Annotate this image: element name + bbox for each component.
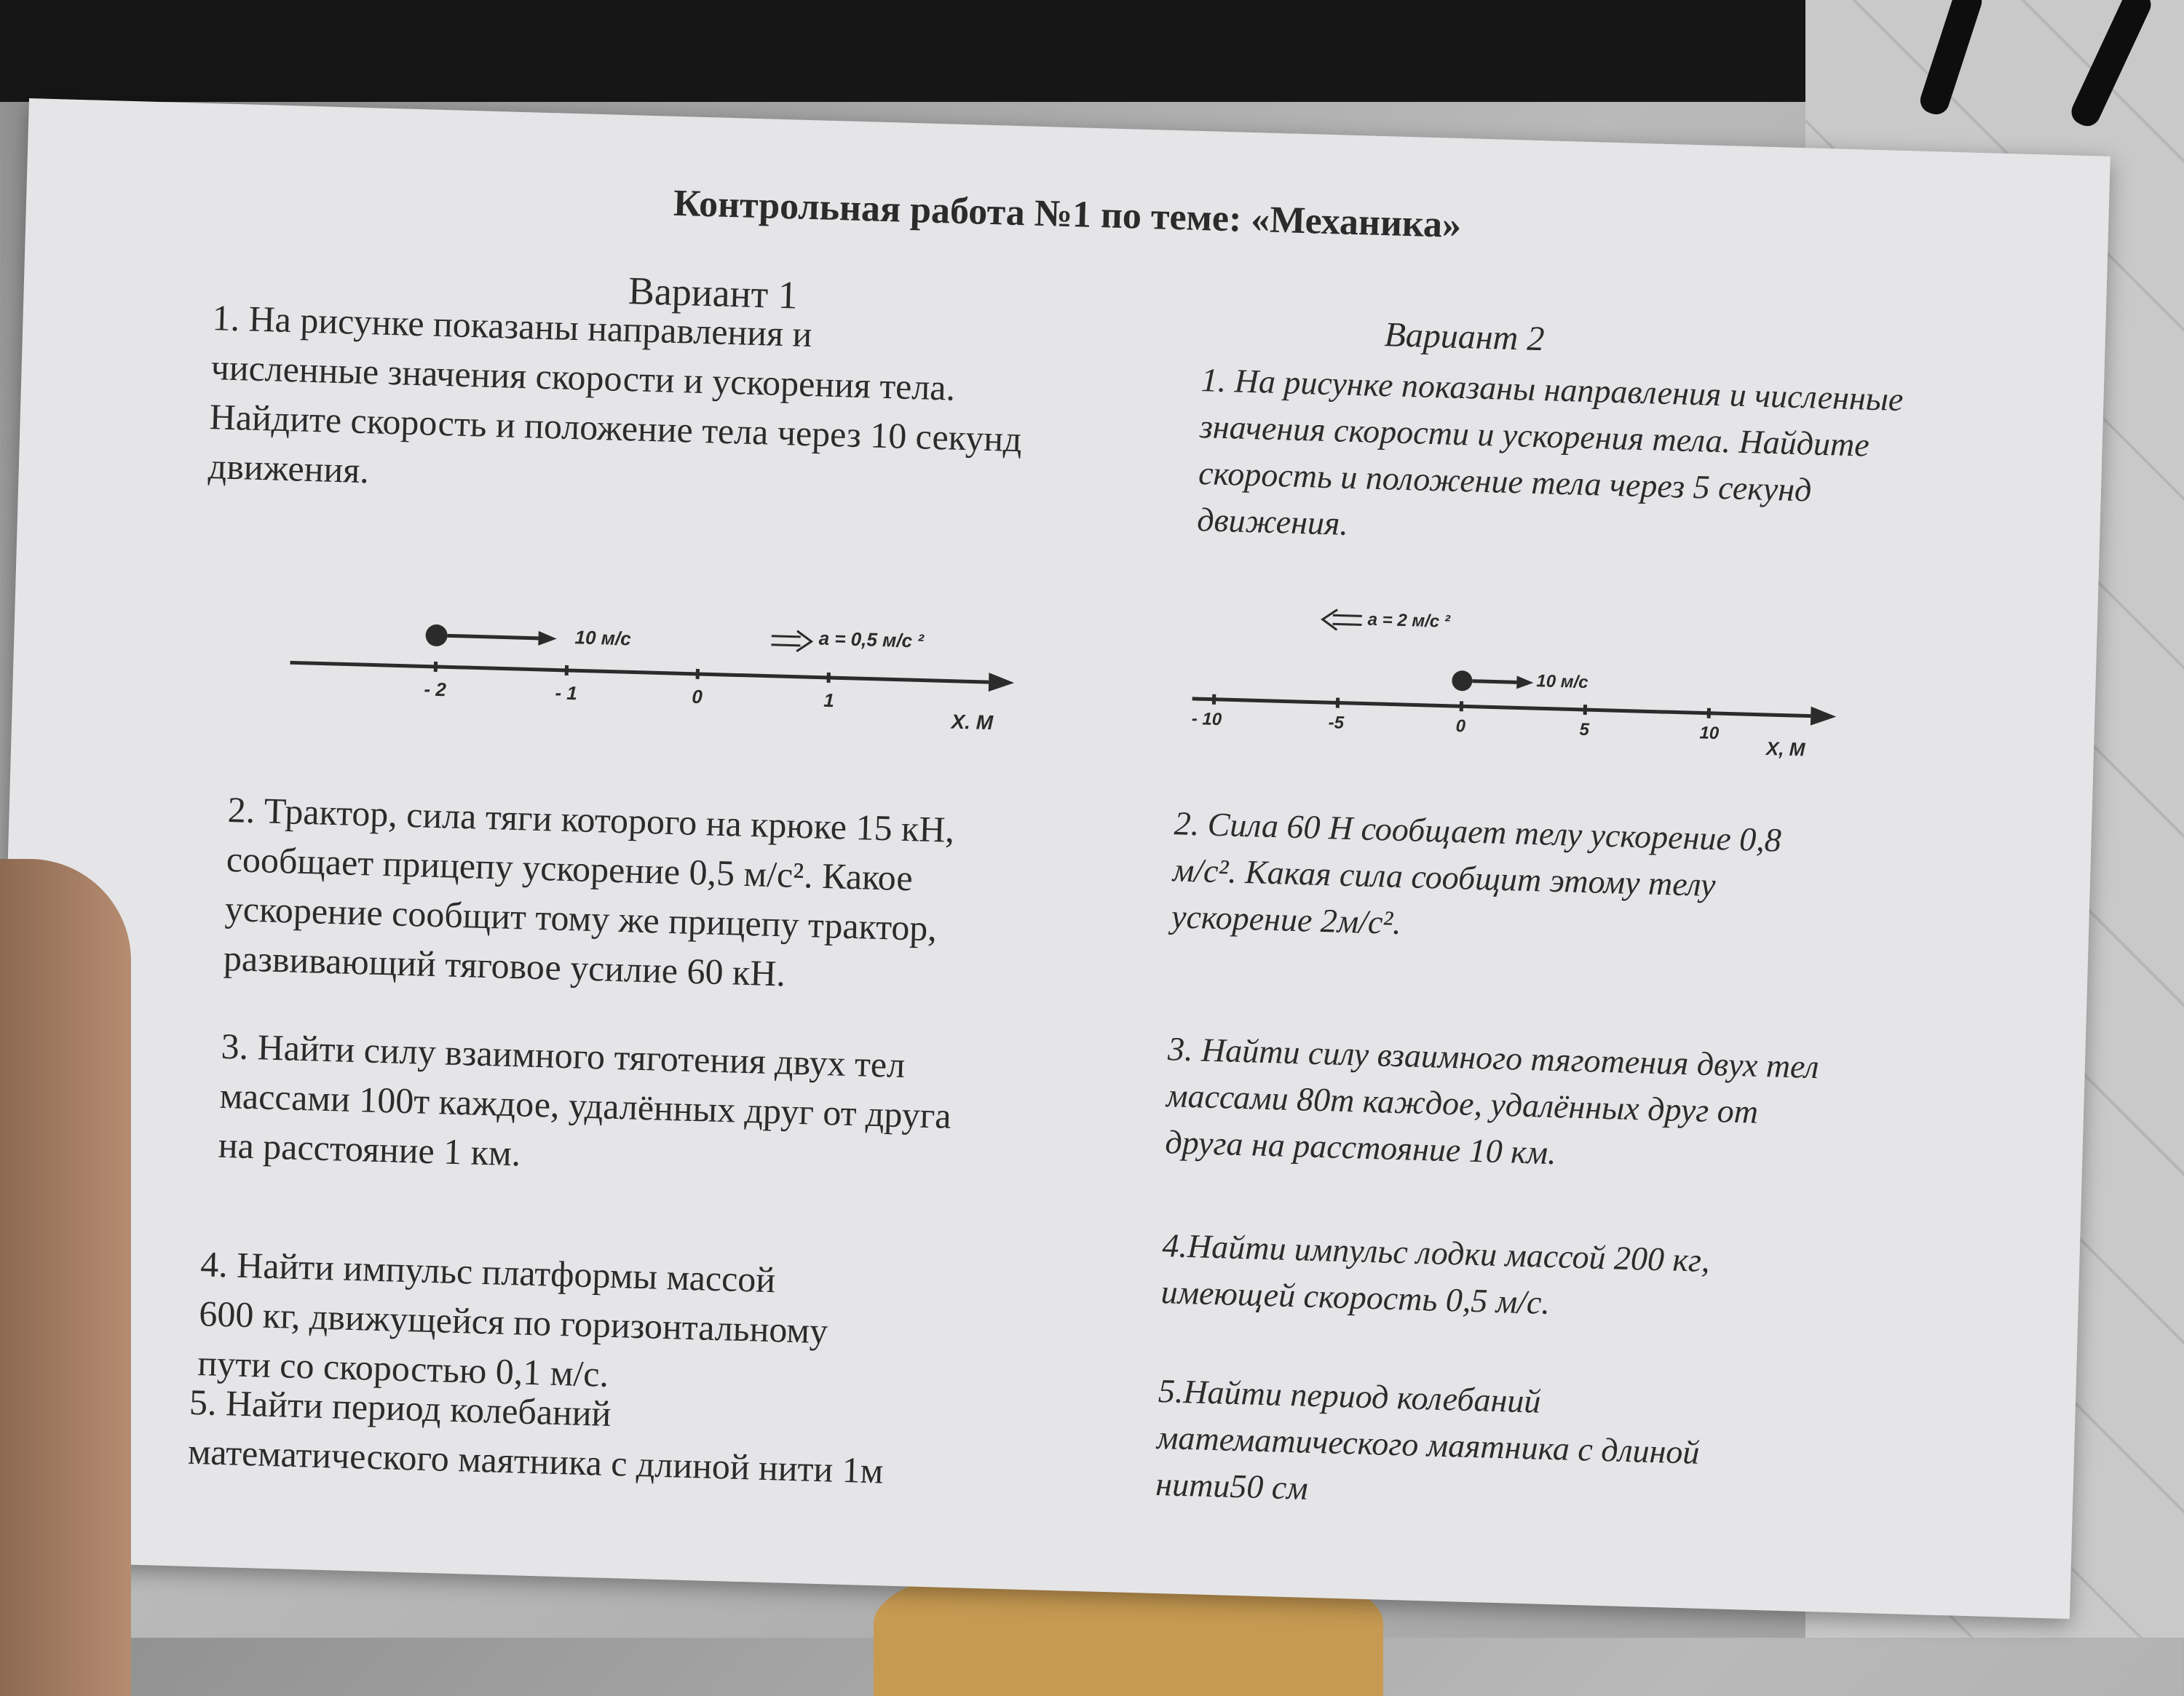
v1-velocity-arrowhead: [538, 631, 557, 646]
v1-acceleration-arrow: [771, 630, 812, 652]
v1-tick-label: 0: [692, 686, 703, 708]
v1-body-dot: [425, 625, 448, 647]
v2-task-3: 3. Найти силу взаимного тяготения двух т…: [1165, 1026, 1820, 1184]
variant-2-heading: Вариант 2: [1384, 314, 1545, 359]
v2-acceleration-label: a = 2 м/с ²: [1367, 610, 1451, 632]
v2-acceleration-arrow: [1322, 609, 1362, 630]
v1-velocity-label: 10 м/с: [574, 626, 631, 649]
v1-task-2: 2. Трактор, сила тяги которого на крюке …: [223, 785, 955, 1003]
v2-body-dot: [1452, 670, 1473, 692]
v1-tick-label: - 2: [424, 678, 447, 700]
v2-velocity-arrow: [1472, 681, 1516, 683]
v1-x-axis: [290, 662, 989, 682]
v2-tick-label: -5: [1328, 713, 1345, 733]
v2-velocity-arrowhead: [1516, 675, 1533, 689]
v2-tick-label: 0: [1455, 716, 1466, 736]
holding-hand: [0, 859, 131, 1696]
v1-velocity-arrow: [448, 635, 539, 638]
worksheet-paper: Контрольная работа №1 по теме: «Механика…: [0, 98, 2110, 1619]
v2-motion-diagram: - 10 -5 0 5 10 Х, М 10 м/с a = 2 м/с ²: [1191, 597, 1864, 761]
v1-acceleration-label: a = 0,5 м/с ²: [818, 627, 925, 652]
v1-axis-arrowhead: [989, 673, 1015, 692]
v1-tick-label: - 1: [555, 681, 577, 704]
v2-task-2: 2. Сила 60 Н сообщает телу ускорение 0,8…: [1171, 800, 1781, 956]
v1-task-5: 5. Найти период колебаний математическог…: [187, 1377, 885, 1496]
v2-tick-label: 10: [1699, 723, 1720, 743]
v2-x-axis: [1192, 699, 1811, 716]
v1-tick-label: 1: [823, 689, 834, 711]
v2-task-1: 1. На рисунке показаны направления и чис…: [1197, 357, 1904, 563]
v2-tick-label: 5: [1579, 720, 1590, 740]
v2-axis-arrowhead: [1811, 707, 1837, 726]
v2-task-4: 4.Найти импульс лодки массой 200 кг, име…: [1160, 1222, 1710, 1331]
v1-task-3: 3. Найти силу взаимного тяготения двух т…: [218, 1021, 953, 1190]
page-title: Контрольная работа №1 по теме: «Механика…: [26, 164, 2109, 265]
v2-tick-label: - 10: [1191, 709, 1222, 729]
v1-axis-label: Х, М: [949, 710, 994, 732]
v1-motion-diagram: - 2 - 1 0 1 Х, М 10 м/с a = 0,5 м/с ²: [289, 601, 1049, 731]
v1-task-1: 1. На рисунке показаны направления и чис…: [207, 293, 1025, 513]
v2-task-5: 5.Найти период колебаний математического…: [1155, 1368, 1702, 1523]
v2-velocity-label: 10 м/с: [1536, 671, 1588, 692]
v2-axis-label: Х, М: [1765, 737, 1807, 761]
